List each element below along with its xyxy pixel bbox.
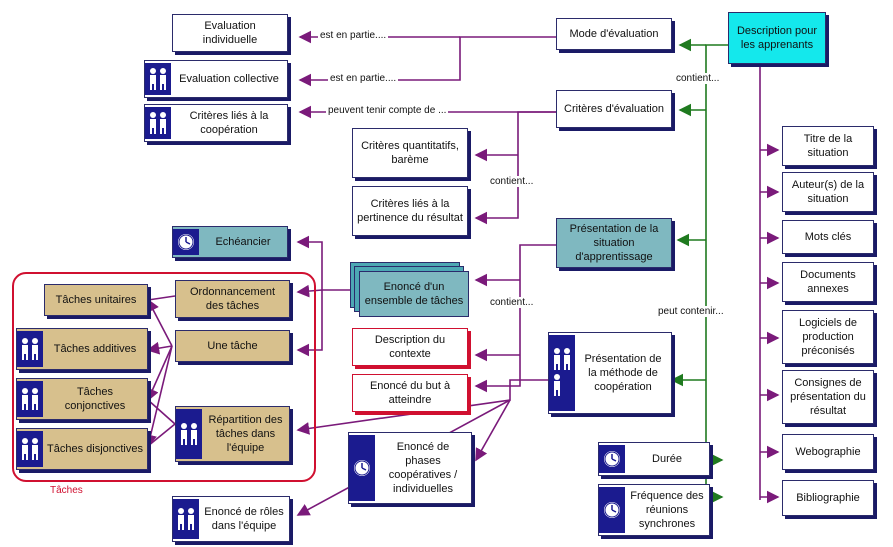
node-enonce-taches-front: Enoncé d'un ensemble de tâches <box>359 271 469 317</box>
node-logiciels[interactable]: Logiciels de production préconisés <box>782 310 874 364</box>
people-icon <box>176 409 202 459</box>
people-icon <box>17 381 43 417</box>
node-criteres-pertinence[interactable]: Critères liés à la pertinence du résulta… <box>352 186 468 236</box>
people-icon <box>145 107 171 139</box>
node-description-contexte[interactable]: Description du contexte <box>352 328 468 366</box>
link-label-est-en-partie-1: est en partie.... <box>318 30 389 41</box>
people-icon <box>549 335 575 411</box>
node-evaluation-collective[interactable]: Evaluation collective <box>144 60 288 98</box>
node-enonce-taches[interactable]: Enoncé d'un ensemble de tâches <box>350 262 470 318</box>
node-ordonnancement[interactable]: Ordonnancement des tâches <box>175 280 290 318</box>
node-titre[interactable]: Titre de la situation <box>782 126 874 166</box>
node-enonce-roles[interactable]: Enoncé de rôles dans l'équipe <box>172 496 290 542</box>
link-label-contient-3: contient... <box>674 73 722 84</box>
clock-icon <box>599 445 625 473</box>
node-description[interactable]: Description pour les apprenants <box>728 12 826 64</box>
node-presentation-methode[interactable]: Présentation de la méthode de coopératio… <box>548 332 672 414</box>
node-taches-unitaires[interactable]: Tâches unitaires <box>44 284 148 316</box>
node-consignes[interactable]: Consignes de présentation du résultat <box>782 370 874 424</box>
link-label-peuvent-tenir: peuvent tenir compte de ... <box>326 105 449 116</box>
people-icon <box>17 331 43 367</box>
node-mots-cles[interactable]: Mots clés <box>782 220 874 254</box>
link-label-contient-2: contient... <box>488 297 536 308</box>
node-taches-conjonctives[interactable]: Tâches conjonctives <box>16 378 148 420</box>
node-echeancier[interactable]: Echéancier <box>172 226 288 258</box>
node-frequence[interactable]: Fréquence des réunions synchrones <box>598 484 710 536</box>
node-webographie[interactable]: Webographie <box>782 434 874 470</box>
node-criteres-quantitatifs[interactable]: Critères quantitatifs, barème <box>352 128 468 178</box>
node-documents[interactable]: Documents annexes <box>782 262 874 302</box>
people-icon <box>17 431 43 467</box>
clock-icon <box>173 229 199 255</box>
node-taches-additives[interactable]: Tâches additives <box>16 328 148 370</box>
node-taches-disjonctives[interactable]: Tâches disjonctives <box>16 428 148 470</box>
node-criteres-evaluation[interactable]: Critères d'évaluation <box>556 90 672 128</box>
taches-group-title: Tâches <box>50 485 83 496</box>
node-enonce-phases[interactable]: Enoncé de phases coopératives / individu… <box>348 432 472 504</box>
node-auteurs[interactable]: Auteur(s) de la situation <box>782 172 874 212</box>
node-repartition[interactable]: Répartition des tâches dans l'équipe <box>175 406 290 462</box>
clock-icon <box>349 435 375 501</box>
node-duree[interactable]: Durée <box>598 442 710 476</box>
node-mode-evaluation[interactable]: Mode d'évaluation <box>556 18 672 50</box>
clock-icon <box>599 487 625 533</box>
node-une-tache[interactable]: Une tâche <box>175 330 290 362</box>
node-enonce-but[interactable]: Enoncé du but à atteindre <box>352 374 468 412</box>
node-evaluation-individuelle[interactable]: Evaluation individuelle <box>172 14 288 52</box>
link-label-contient-1: contient... <box>488 176 536 187</box>
node-criteres-cooperation[interactable]: Critères liés à la coopération <box>144 104 288 142</box>
node-bibliographie[interactable]: Bibliographie <box>782 480 874 516</box>
taches-group-frame <box>12 272 316 482</box>
link-label-peut-contenir: peut contenir... <box>656 306 726 317</box>
people-icon <box>173 499 199 539</box>
node-presentation-situation[interactable]: Présentation de la situation d'apprentis… <box>556 218 672 268</box>
people-icon <box>145 63 171 95</box>
link-label-est-en-partie-2: est en partie.... <box>328 73 399 84</box>
